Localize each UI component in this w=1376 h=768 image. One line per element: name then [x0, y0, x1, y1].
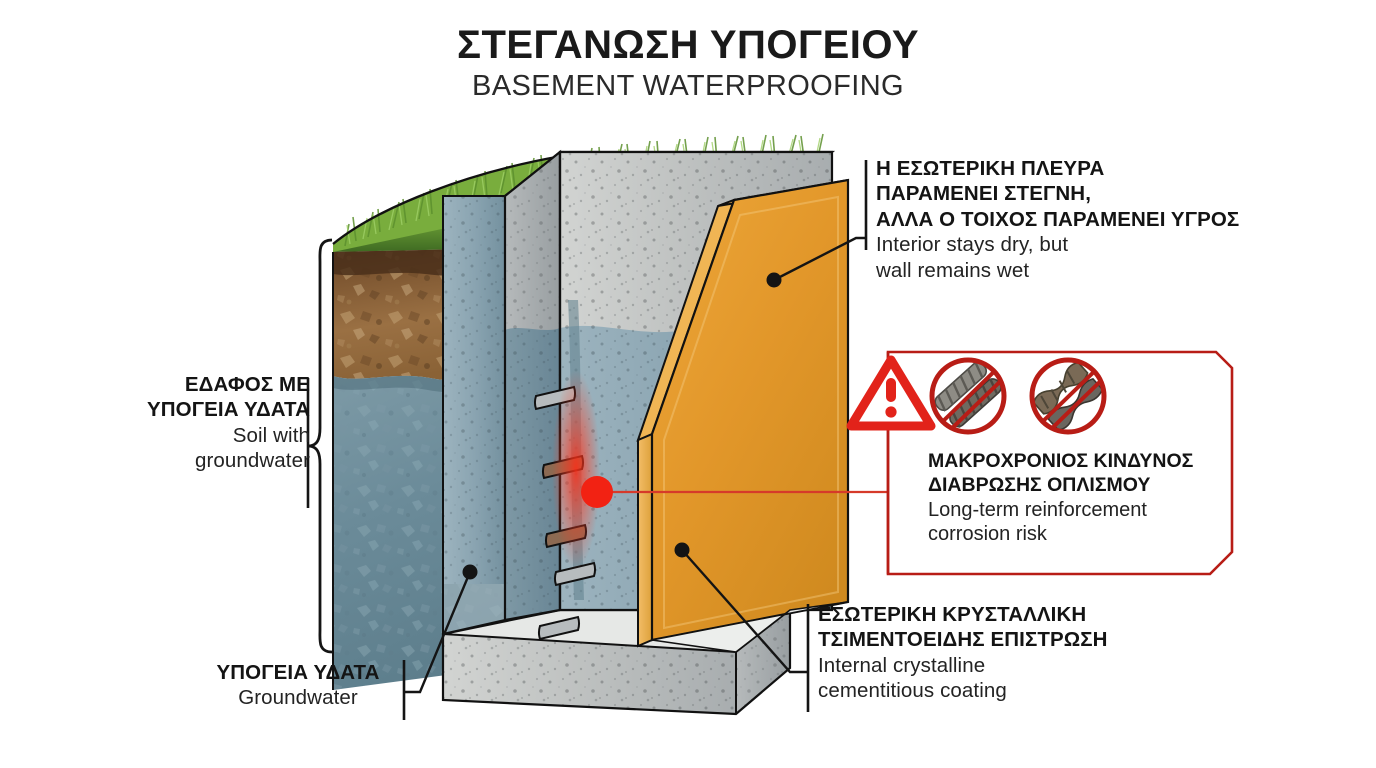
callout-soil-greek-line2: ΥΠΟΓΕΙΑ ΥΔΑΤΑ — [147, 398, 310, 422]
groundwater-leader-dot — [462, 564, 478, 580]
warning-greek-line1: ΜΑΚΡΟΧΡΟΝΙΟΣ ΚΙΝΔΥΝΟΣ — [928, 450, 1194, 472]
callout-soil-english-line1: Soil with — [232, 423, 310, 447]
callout-groundwater-greek-line1: ΥΠΟΓΕΙΑ ΥΔΑΤΑ — [216, 661, 380, 684]
warning-text-block: ΜΑΚΡΟΧΡΟΝΙΟΣ ΚΙΝΔΥΝΟΣ ΔΙΑΒΡΩΣΗΣ ΟΠΛΙΣΜΟΥ… — [928, 450, 1228, 546]
callout-interior: Η ΕΣΩΤΕΡΙΚΗ ΠΛΕΥΡΑ ΠΑΡΑΜΕΝΕΙ ΣΤΕΓΝΗ, ΑΛΛ… — [876, 156, 1239, 283]
interior-leader-dot — [766, 272, 782, 288]
corrosion-glow — [552, 370, 600, 570]
callout-groundwater: ΥΠΟΓΕΙΑ ΥΔΑΤΑ Groundwater — [192, 660, 404, 711]
callout-coating: ΕΣΩΤΕΡΙΚΗ ΚΡΥΣΤΑΛΛΙΚΗ ΤΣΙΜΕΝΤΟΕΙΔΗΣ ΕΠΙΣ… — [818, 602, 1108, 704]
prohibited-corroded-rebar-icon-1 — [929, 357, 1007, 435]
callout-coating-greek-line2: ΤΣΙΜΕΝΤΟΕΙΔΗΣ ΕΠΙΣΤΡΩΣΗ — [818, 628, 1108, 652]
callout-interior-english-line2: wall remains wet — [876, 258, 1030, 282]
crystalline-coating — [636, 178, 850, 653]
callout-soil-greek-line1: ΕΔΑΦΟΣ ΜΕ — [184, 373, 310, 396]
page-title-english: BASEMENT WATERPROOFING — [471, 70, 905, 102]
corrosion-hotspot-dot — [581, 476, 613, 508]
warning-triangle-icon — [846, 355, 936, 431]
warning-english-line2: corrosion risk — [928, 522, 1047, 545]
warning-greek-line2: ΔΙΑΒΡΩΣΗΣ ΟΠΛΙΣΜΟΥ — [928, 473, 1151, 496]
wall-left-cut-face — [442, 195, 506, 636]
callout-interior-greek-line1: Η ΕΣΩΤΕΡΙΚΗ ΠΛΕΥΡΑ — [876, 157, 1105, 180]
callout-coating-greek-line1: ΕΣΩΤΕΡΙΚΗ ΚΡΥΣΤΑΛΛΙΚΗ — [818, 603, 1087, 626]
callout-coating-english-line1: Internal crystalline — [818, 653, 986, 677]
page-title-greek: ΣΤΕΓΑΝΩΣΗ ΥΠΟΓΕΙΟΥ — [456, 23, 920, 67]
corrosion-leader — [581, 476, 888, 508]
leader-lines — [306, 160, 868, 720]
callout-coating-english-line2: cementitious coating — [818, 679, 1007, 703]
leader-dots — [462, 272, 782, 580]
callout-interior-greek-line3: ΑΛΛΑ Ο ΤΟΙΧΟΣ ΠΑΡΑΜΕΝΕΙ ΥΓΡΟΣ — [876, 207, 1240, 231]
callout-interior-greek-line2: ΠΑΡΑΜΕΝΕΙ ΣΤΕΓΝΗ, — [876, 182, 1092, 206]
callout-interior-english-line1: Interior stays dry, but — [876, 233, 1069, 257]
warning-english-line1: Long-term reinforcement — [928, 498, 1147, 521]
title-block: ΣΤΕΓΑΝΩΣΗ ΥΠΟΓΕΙΟΥ BASEMENT WATERPROOFIN… — [0, 24, 1376, 103]
callout-groundwater-english-line1: Groundwater — [238, 686, 358, 710]
callout-soil: ΕΔΑΦΟΣ ΜΕ ΥΠΟΓΕΙΑ ΥΔΑΤΑ Soil with ground… — [128, 372, 310, 474]
callout-soil-english-line2: groundwater — [194, 449, 310, 473]
coating-leader-dot — [674, 542, 690, 558]
prohibited-corroded-rebar-icon-2 — [1029, 357, 1107, 435]
